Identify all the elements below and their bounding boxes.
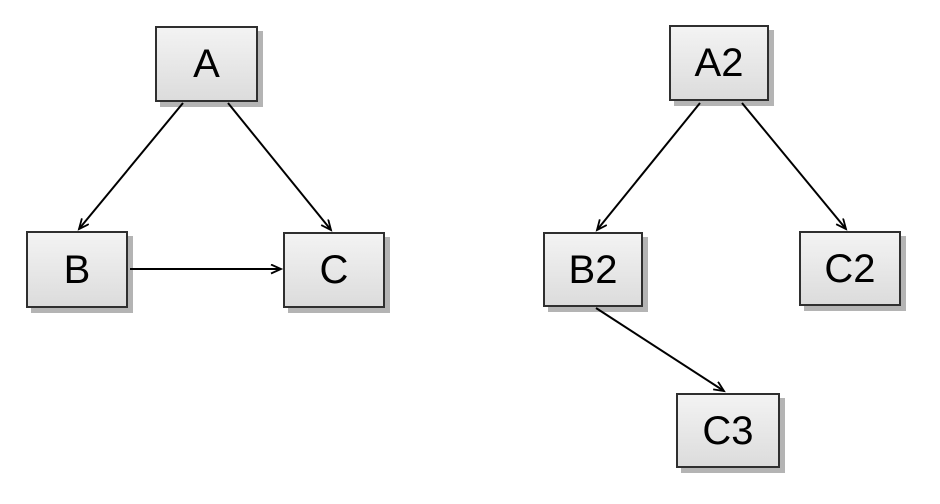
node-C2[interactable]: C2 [799, 231, 901, 306]
node-label: C [319, 248, 349, 292]
node-label: C2 [824, 246, 876, 291]
node-label: C3 [702, 408, 754, 453]
node-label: B [63, 247, 91, 292]
node-label: A2 [694, 41, 744, 85]
node-A2[interactable]: A2 [669, 25, 769, 101]
node-C[interactable]: C [283, 232, 385, 308]
node-label: B2 [568, 247, 618, 292]
node-label: A [193, 42, 220, 86]
node-A[interactable]: A [155, 26, 258, 102]
node-B2[interactable]: B2 [543, 232, 643, 307]
node-B[interactable]: B [26, 231, 128, 308]
node-C3[interactable]: C3 [676, 393, 780, 468]
